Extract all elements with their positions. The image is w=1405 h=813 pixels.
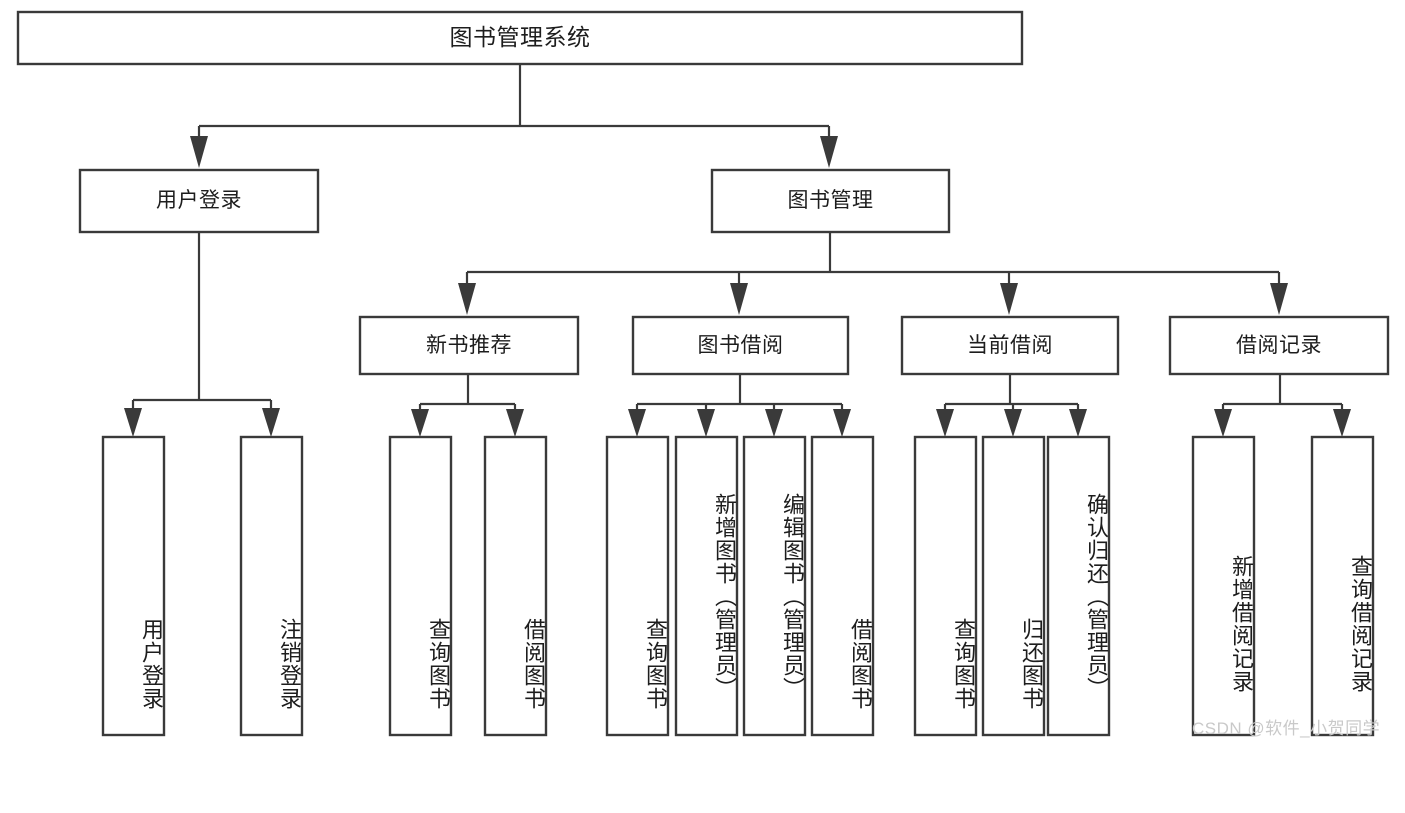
- arrow-head-leaf-return-book: [1004, 409, 1022, 437]
- arrow-head-new-book-recommend: [458, 283, 476, 315]
- arrow-head-book-borrow: [730, 283, 748, 315]
- arrow-head-leaf-borrow-book: [833, 409, 851, 437]
- node-leaf-query-books-rec[interactable]: [388, 435, 453, 737]
- diagram-root: 图书管理系统 用户登录 图书管理 新书推荐 图书借阅 当前借阅 借阅记录 用户登…: [16, 10, 1390, 738]
- arrow-head-current-borrow: [1000, 283, 1018, 315]
- arrow-head-leaf-query-books-rec: [411, 409, 429, 437]
- node-leaf-user-logout[interactable]: [239, 435, 304, 737]
- arrow-head-book-management: [820, 136, 838, 168]
- node-leaf-return-book[interactable]: [981, 435, 1046, 737]
- node-new-book-recommend[interactable]: [358, 315, 580, 376]
- node-leaf-user-login[interactable]: [101, 435, 166, 737]
- arrow-head-leaf-confirm-return-admin: [1069, 409, 1087, 437]
- node-leaf-borrow-book[interactable]: [810, 435, 875, 737]
- arrow-head-leaf-add-book-admin: [697, 409, 715, 437]
- arrow-head-leaf-add-borrow-record: [1214, 409, 1232, 437]
- node-book-borrow[interactable]: [631, 315, 850, 376]
- node-user-login[interactable]: [78, 168, 320, 234]
- arrow-head-leaf-user-logout: [262, 408, 280, 437]
- arrow-head-leaf-user-login: [124, 408, 142, 437]
- arrow-head-leaf-edit-book-admin: [765, 409, 783, 437]
- csdn-watermark: CSDN @软件_小贺同学: [1192, 719, 1381, 738]
- node-current-borrow[interactable]: [900, 315, 1120, 376]
- arrow-head-leaf-query-books-borrow: [628, 409, 646, 437]
- node-book-management[interactable]: [710, 168, 951, 234]
- node-leaf-confirm-return-admin[interactable]: [1046, 435, 1111, 737]
- node-leaf-query-books-borrow[interactable]: [605, 435, 670, 737]
- node-leaf-query-books-current[interactable]: [913, 435, 978, 737]
- diagram-canvas: [16, 10, 1390, 737]
- node-leaf-borrow-books-rec[interactable]: [483, 435, 548, 737]
- node-root[interactable]: [16, 10, 1024, 66]
- arrow-head-leaf-borrow-books-rec: [506, 409, 524, 437]
- arrow-head-leaf-query-books-current: [936, 409, 954, 437]
- node-leaf-add-borrow-record[interactable]: [1191, 435, 1256, 737]
- node-leaf-add-book-admin[interactable]: [674, 435, 739, 737]
- node-leaf-query-borrow-record[interactable]: [1310, 435, 1375, 737]
- arrow-head-leaf-query-borrow-record: [1333, 409, 1351, 437]
- node-borrow-record[interactable]: [1168, 315, 1390, 376]
- arrow-head-user-login: [190, 136, 208, 168]
- node-leaf-edit-book-admin[interactable]: [742, 435, 807, 737]
- arrow-head-borrow-record: [1270, 283, 1288, 315]
